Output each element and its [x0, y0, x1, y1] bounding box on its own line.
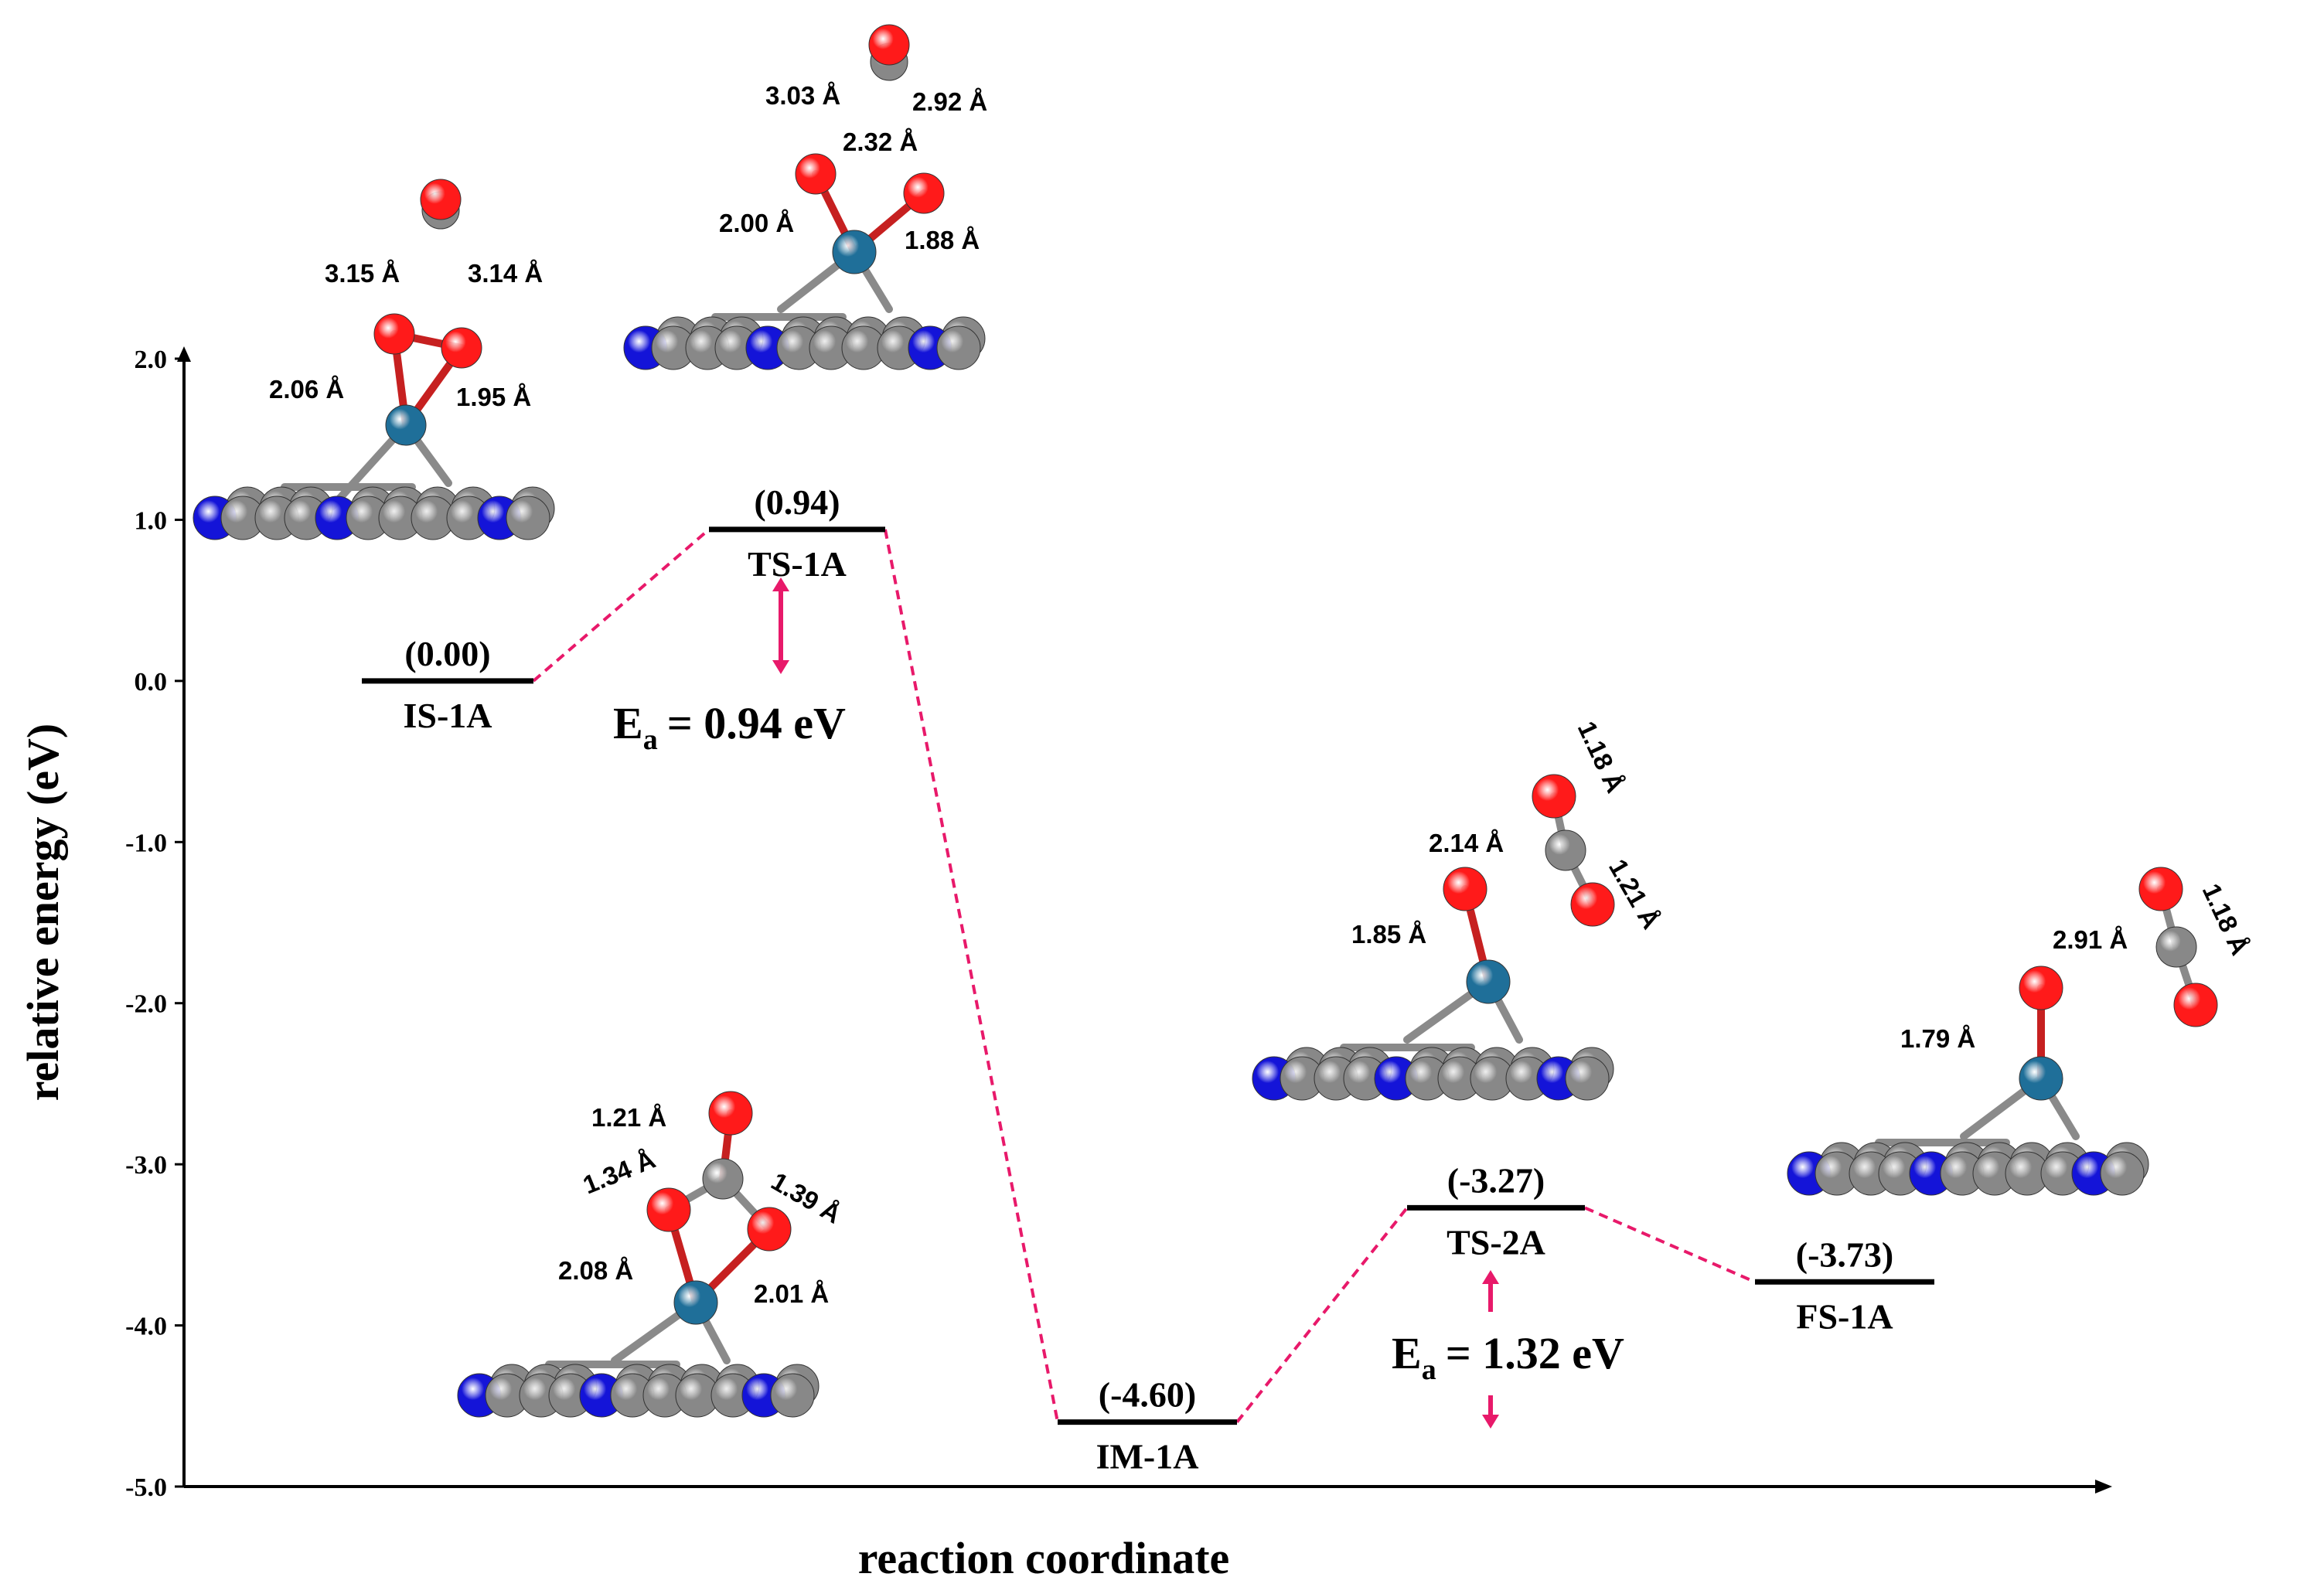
bond-length-label: 3.15 Å	[325, 259, 400, 288]
bond-length-label: 3.03 Å	[765, 81, 840, 110]
barrier-arrowhead-down	[772, 660, 789, 674]
bond-length-label: 2.92 Å	[912, 87, 987, 116]
atom-sphere	[2100, 1151, 2145, 1196]
bond-length-label: 1.21 Å	[591, 1103, 666, 1132]
structure-ts-2a	[1252, 774, 1615, 1101]
y-tick-label: -2.0	[125, 990, 167, 1019]
atom-sphere	[441, 327, 482, 369]
y-tick-label: -4.0	[125, 1313, 167, 1341]
ea-subscript: a	[643, 724, 658, 756]
energy-levels: (0.00) IS-1A (0.94) TS-1A (-4.60) IM-1A (-3.27…	[362, 482, 1934, 1476]
atom-sphere	[868, 24, 910, 66]
bond-length-label: 1.18 Å	[1573, 717, 1631, 797]
dashed-connector	[884, 529, 1059, 1423]
bond-length-label: 2.01 Å	[754, 1279, 829, 1308]
bond-length-label: 1.85 Å	[1351, 920, 1426, 949]
y-tick-label: -3.0	[125, 1151, 167, 1180]
atom-sphere	[795, 153, 837, 195]
energy-value-label: (-3.27)	[1447, 1160, 1545, 1200]
atom-sphere	[385, 404, 427, 446]
dashed-connector	[1584, 1206, 1756, 1284]
ea-subscript: a	[1422, 1354, 1436, 1386]
y-tick-label: -5.0	[125, 1473, 167, 1502]
ea-value: = 1.32 eV	[1446, 1328, 1624, 1378]
ea-value: = 0.94 eV	[667, 698, 846, 748]
bond-length-label: 2.06 Å	[269, 375, 344, 404]
atom-sphere	[1570, 882, 1615, 927]
y-tick-label: -1.0	[125, 829, 167, 857]
bond-length-label: 1.21 Å	[1603, 854, 1666, 934]
atom-sphere	[1532, 774, 1576, 819]
energy-value-label: (0.00)	[404, 634, 490, 673]
barrier-arrowhead-down	[1482, 1415, 1499, 1429]
barrier-arrows: Ea = 0.94 eV Ea = 1.32 eV	[613, 577, 1624, 1429]
bond-length-label: 1.95 Å	[456, 383, 531, 411]
atom-sphere	[2173, 983, 2218, 1027]
atom-sphere	[1545, 829, 1586, 871]
ea-symbol: E	[613, 698, 643, 748]
atom-sphere	[702, 1158, 744, 1200]
bond-length-label: 1.34 Å	[579, 1145, 659, 1200]
y-tick-label: 1.0	[135, 506, 168, 535]
bond-length-label: 2.14 Å	[1429, 829, 1504, 857]
atom-sphere	[646, 1187, 691, 1232]
atom-sphere	[373, 313, 415, 355]
atom-sphere	[708, 1091, 753, 1136]
atom-sphere	[1466, 959, 1511, 1004]
bond-length-label: 1.88 Å	[905, 226, 980, 254]
barrier-arrowhead-up	[772, 577, 789, 591]
atom-sphere	[673, 1280, 718, 1325]
energy-value-label: (0.94)	[754, 482, 840, 522]
atom-sphere	[936, 325, 981, 370]
bond-length-label: 2.00 Å	[719, 209, 794, 237]
axes: 2.0 1.0 0.0 -1.0 -2.0 -3.0 -4.0 -5.0	[125, 346, 2112, 1502]
barrier-arrowhead-up	[1482, 1270, 1499, 1284]
energy-value-label: (-3.73)	[1796, 1235, 1893, 1274]
state-name-label: FS-1A	[1796, 1296, 1893, 1336]
y-tick-label: 2.0	[135, 346, 168, 374]
state-name-label: TS-1A	[748, 544, 847, 584]
y-axis-label: relative energy (eV)	[18, 724, 68, 1101]
connectors	[532, 528, 1756, 1423]
atom-sphere	[2019, 966, 2063, 1010]
dashed-connector	[1235, 1207, 1409, 1423]
atom-sphere	[770, 1373, 815, 1418]
dashed-connector	[532, 528, 710, 683]
energy-value-label: (-4.60)	[1099, 1375, 1196, 1415]
bond-length-labels: 3.15 Å 3.14 Å 2.06 Å 1.95 Å 3.03 Å 2.92 Å 2.32…	[269, 81, 2254, 1308]
x-axis-label: reaction coordinate	[858, 1533, 1230, 1583]
atom-sphere	[2138, 867, 2183, 911]
atom-sphere	[2019, 1056, 2063, 1101]
atom-sphere	[1565, 1056, 1610, 1101]
atom-sphere	[506, 496, 550, 540]
activation-energy-label: Ea = 1.32 eV	[1392, 1328, 1624, 1386]
molecular-structures	[193, 24, 2218, 1418]
atom-sphere	[2155, 926, 2197, 968]
activation-energy-label: Ea = 0.94 eV	[613, 698, 846, 756]
atom-sphere	[420, 179, 462, 220]
bond-length-label: 2.32 Å	[843, 128, 918, 156]
y-tick-label: 0.0	[135, 668, 168, 697]
bond-length-label: 2.08 Å	[558, 1256, 633, 1285]
bond-length-label: 1.79 Å	[1900, 1024, 1975, 1053]
state-name-label: IS-1A	[403, 696, 492, 735]
atom-sphere	[903, 172, 945, 214]
atom-sphere	[1443, 867, 1487, 911]
structure-im-1a	[457, 1091, 820, 1418]
x-axis-arrowhead	[2095, 1480, 2112, 1494]
bond-length-label: 3.14 Å	[468, 259, 543, 288]
atom-sphere	[747, 1207, 792, 1252]
structure-is-1a	[193, 179, 555, 540]
state-name-label: TS-2A	[1447, 1222, 1545, 1262]
state-name-label: IM-1A	[1096, 1437, 1199, 1476]
ea-symbol: E	[1392, 1328, 1422, 1378]
bond-length-label: 1.18 Å	[2197, 879, 2255, 959]
atom-sphere	[832, 230, 877, 274]
structure-ts-1a	[623, 24, 986, 370]
bond-length-label: 2.91 Å	[2053, 925, 2128, 954]
structure-fs-1a	[1787, 867, 2218, 1196]
